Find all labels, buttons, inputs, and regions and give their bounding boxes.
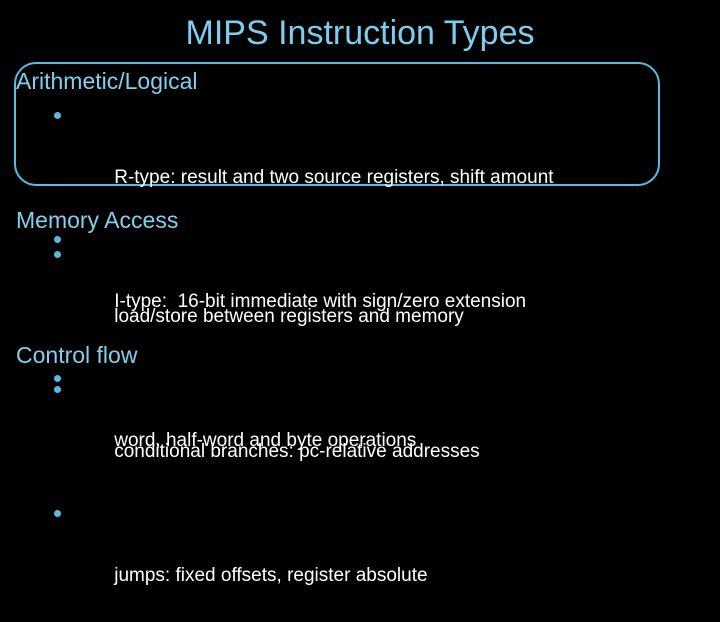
bullet-dot-icon [54,386,61,393]
bullet-list-control-flow: conditional branches: pc-relative addres… [16,374,706,622]
list-item: I-type: 16-bit immediate with sign/zero … [16,224,706,348]
bullet-dot-icon [54,112,61,119]
list-item: word, half-word and byte operations [16,363,706,487]
highlight-callout-box [14,62,660,186]
list-item-label: R-type: result and two source registers,… [114,167,554,188]
bullet-list-memory-access: load/store between registers and memory … [16,239,706,487]
section-heading-control-flow: Control flow [16,342,138,368]
section-heading-memory-access: Memory Access [16,207,179,233]
slide-canvas: MIPS Instruction Types Arithmetic/Logica… [14,14,706,586]
list-item: jumps: fixed offsets, register absolute [16,498,706,622]
section-control-flow: Control flow conditional branches: pc-re… [16,340,706,622]
list-item-label: jumps: fixed offsets, register absolute [114,565,428,586]
bullet-dot-icon [54,251,61,258]
bullet-dot-icon [54,375,61,382]
list-item-label: I-type: 16-bit immediate with sign/zero … [114,291,527,312]
list-item-label: word, half-word and byte operations [114,430,417,451]
section-heading-arithmetic-logical: Arithmetic/Logical [16,68,198,94]
list-item-label: load/store between registers and memory [114,306,464,327]
list-item: R-type: result and two source registers,… [16,100,706,224]
bullet-dot-icon [54,236,61,243]
section-memory-access: Memory Access load/store between registe… [16,205,706,487]
list-item: conditional branches: pc-relative addres… [16,374,706,498]
bullet-list-arithmetic-logical: R-type: result and two source registers,… [16,100,706,348]
page-title: MIPS Instruction Types [185,14,535,52]
section-arithmetic-logical: Arithmetic/Logical R-type: result and tw… [16,66,706,348]
bullet-dot-icon [54,510,61,517]
list-item-label: conditional branches: pc-relative addres… [114,441,480,462]
list-item: load/store between registers and memory [16,239,706,363]
